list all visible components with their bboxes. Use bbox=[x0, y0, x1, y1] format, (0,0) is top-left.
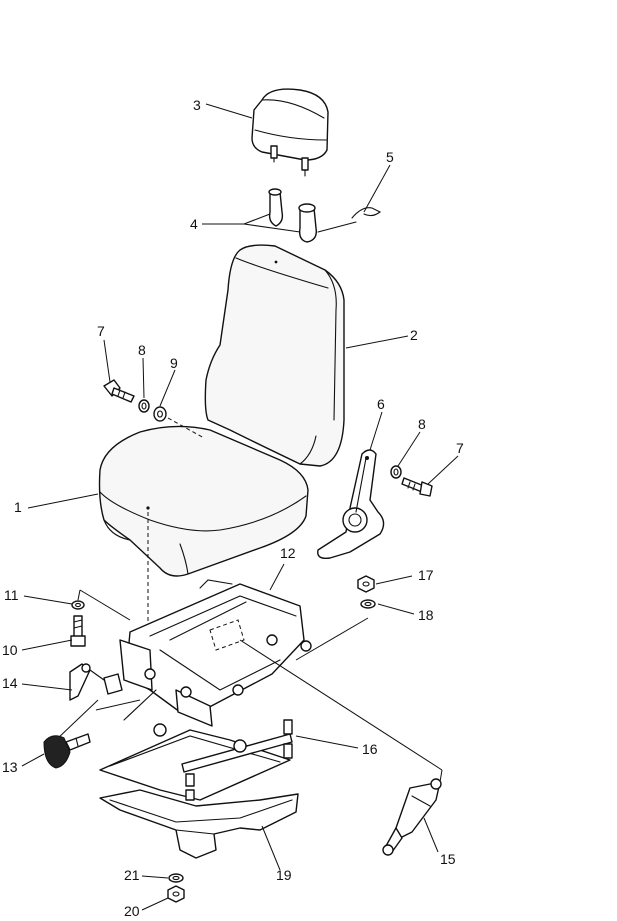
retaining-clip bbox=[317, 207, 382, 233]
label-19: 19 bbox=[276, 867, 292, 883]
label-14: 14 bbox=[2, 675, 18, 691]
callout-labels: 3 4 5 2 7 8 9 6 8 7 1 12 11 17 18 10 14 … bbox=[2, 97, 464, 919]
lock-washer-right bbox=[390, 465, 402, 479]
seat-cushion bbox=[98, 425, 309, 630]
label-13: 13 bbox=[2, 759, 18, 775]
nut-17 bbox=[357, 575, 375, 593]
label-7a: 7 bbox=[97, 323, 105, 339]
label-20: 20 bbox=[124, 903, 140, 919]
label-7b: 7 bbox=[456, 440, 464, 456]
base-bracket bbox=[99, 789, 299, 859]
label-11: 11 bbox=[4, 587, 19, 603]
label-8b: 8 bbox=[418, 416, 426, 432]
label-6: 6 bbox=[377, 396, 385, 412]
label-18: 18 bbox=[418, 607, 434, 623]
washer-11 bbox=[71, 600, 85, 610]
washer-21 bbox=[168, 873, 184, 883]
bolt-right bbox=[401, 477, 433, 497]
lock-washer-left bbox=[138, 399, 150, 413]
recline-lever bbox=[317, 449, 385, 560]
label-3: 3 bbox=[193, 97, 201, 113]
suspension-unit bbox=[119, 579, 312, 737]
label-5: 5 bbox=[386, 149, 394, 165]
label-15: 15 bbox=[440, 851, 456, 867]
flat-washer-left bbox=[153, 406, 205, 439]
slide-rails bbox=[99, 719, 293, 801]
label-2: 2 bbox=[410, 327, 418, 343]
label-1: 1 bbox=[14, 499, 22, 515]
label-17: 17 bbox=[418, 567, 434, 583]
label-9: 9 bbox=[170, 355, 178, 371]
headrest bbox=[251, 88, 329, 177]
washer-18 bbox=[360, 599, 376, 609]
bolt-left bbox=[103, 379, 135, 403]
adjust-lever-14 bbox=[69, 663, 123, 701]
bolt-10 bbox=[70, 615, 86, 647]
headrest-sockets bbox=[243, 188, 317, 243]
callout-leaders bbox=[21, 103, 459, 911]
label-4: 4 bbox=[190, 216, 198, 232]
connector-lines bbox=[55, 589, 443, 783]
gas-spring bbox=[382, 778, 442, 856]
label-12: 12 bbox=[280, 545, 296, 561]
seat-backrest bbox=[204, 244, 345, 467]
adjust-knob-13 bbox=[43, 733, 91, 769]
label-16: 16 bbox=[362, 741, 378, 757]
nut-20 bbox=[167, 885, 185, 903]
label-21: 21 bbox=[124, 867, 140, 883]
label-8a: 8 bbox=[138, 342, 146, 358]
label-10: 10 bbox=[2, 642, 18, 658]
